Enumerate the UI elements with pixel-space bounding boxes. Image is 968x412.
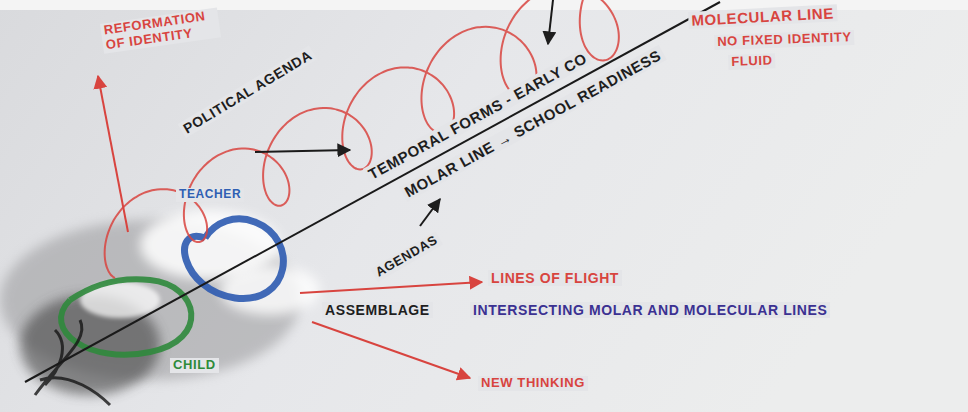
child-loop (61, 279, 191, 354)
red-arrow (312, 322, 470, 378)
handwritten-label: LINES OF FLIGHT (488, 270, 622, 286)
erased-scribble (35, 320, 110, 405)
handwritten-label: FLUID (728, 53, 776, 70)
erased-smudge (0, 210, 320, 395)
black-arrow (420, 199, 440, 226)
black-arrow (548, 0, 553, 44)
handwritten-label: CHILD (170, 358, 219, 373)
handwritten-label: NEW THINKING (478, 376, 588, 391)
handwritten-label: TEACHER (176, 188, 244, 202)
handwritten-label: ASSEMBLAGE (322, 302, 433, 318)
handwritten-label: INTERSECTING MOLAR AND MOLECULAR LINES (470, 302, 830, 318)
red-arrow (300, 282, 482, 293)
black-arrow (255, 150, 350, 152)
molar-line (25, 2, 720, 382)
red-arrow (98, 76, 128, 232)
